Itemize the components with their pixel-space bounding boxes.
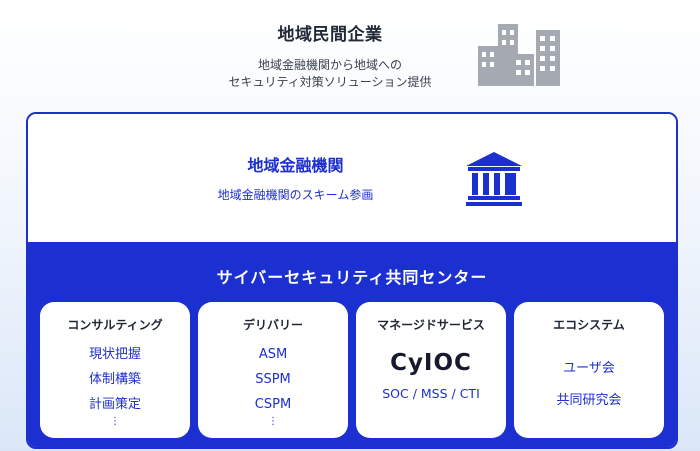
ecosystem-item: 共同研究会	[556, 393, 622, 408]
bank-icon	[466, 152, 522, 206]
financial-institutions-section: 地域金融機関 地域金融機関のスキーム参画	[28, 114, 676, 242]
consulting-more-dots: ⋮	[110, 416, 120, 427]
regional-companies-section: 地域民間企業 地域金融機関から地域への セキュリティ対策ソリューション提供	[0, 0, 700, 110]
cyioc-logo: CyIOC	[390, 350, 472, 376]
main-card: 地域金融機関 地域金融機関のスキーム参画 サイバーセキュリティ共同センター コン…	[26, 112, 678, 449]
consulting-item: 体制構築	[88, 372, 141, 387]
regional-companies-description: 地域金融機関から地域への セキュリティ対策ソリューション提供	[0, 57, 660, 91]
ecosystem-box: エコシステム ユーザ会 共同研究会	[514, 302, 664, 438]
consulting-title: コンサルティング	[67, 318, 163, 332]
regional-companies-text: 地域民間企業 地域金融機関から地域への セキュリティ対策ソリューション提供	[0, 20, 700, 91]
ecosystem-items: ユーザ会 共同研究会	[514, 353, 664, 417]
buildings-icon	[478, 24, 560, 86]
regional-companies-desc-line1: 地域金融機関から地域への	[257, 58, 402, 72]
managed-services-box: マネージドサービス CyIOC SOC / MSS / CTI	[356, 302, 506, 438]
financial-institutions-title: 地域金融機関	[247, 156, 344, 175]
delivery-more-dots: ⋮	[268, 416, 278, 427]
consulting-item: 計画策定	[88, 397, 141, 412]
consulting-item: 現状把握	[88, 347, 141, 362]
joint-center-section: サイバーセキュリティ共同センター コンサルティング 現状把握 体制構築 計画策定…	[28, 242, 676, 447]
consulting-items: 現状把握 体制構築 計画策定 ⋮	[40, 342, 190, 427]
delivery-item: CSPM	[254, 397, 292, 412]
delivery-item: ASM	[258, 347, 288, 362]
delivery-box: デリバリー ASM SSPM CSPM ⋮	[198, 302, 348, 438]
financial-institutions-text: 地域金融機関 地域金融機関のスキーム参画	[28, 152, 508, 203]
delivery-title: デリバリー	[242, 318, 303, 332]
consulting-box: コンサルティング 現状把握 体制構築 計画策定 ⋮	[40, 302, 190, 438]
ecosystem-item: ユーザ会	[563, 361, 615, 376]
financial-institutions-description: 地域金融機関のスキーム参画	[217, 188, 374, 202]
delivery-item: SSPM	[255, 372, 291, 387]
delivery-items: ASM SSPM CSPM ⋮	[198, 342, 348, 427]
ecosystem-title: エコシステム	[553, 318, 625, 332]
managed-services-subtitle: SOC / MSS / CTI	[382, 386, 480, 401]
joint-center-title: サイバーセキュリティ共同センター	[216, 268, 488, 287]
regional-companies-title: 地域民間企業	[277, 25, 383, 45]
managed-services-title: マネージドサービス	[377, 318, 485, 332]
regional-companies-desc-line2: セキュリティ対策ソリューション提供	[228, 75, 432, 89]
